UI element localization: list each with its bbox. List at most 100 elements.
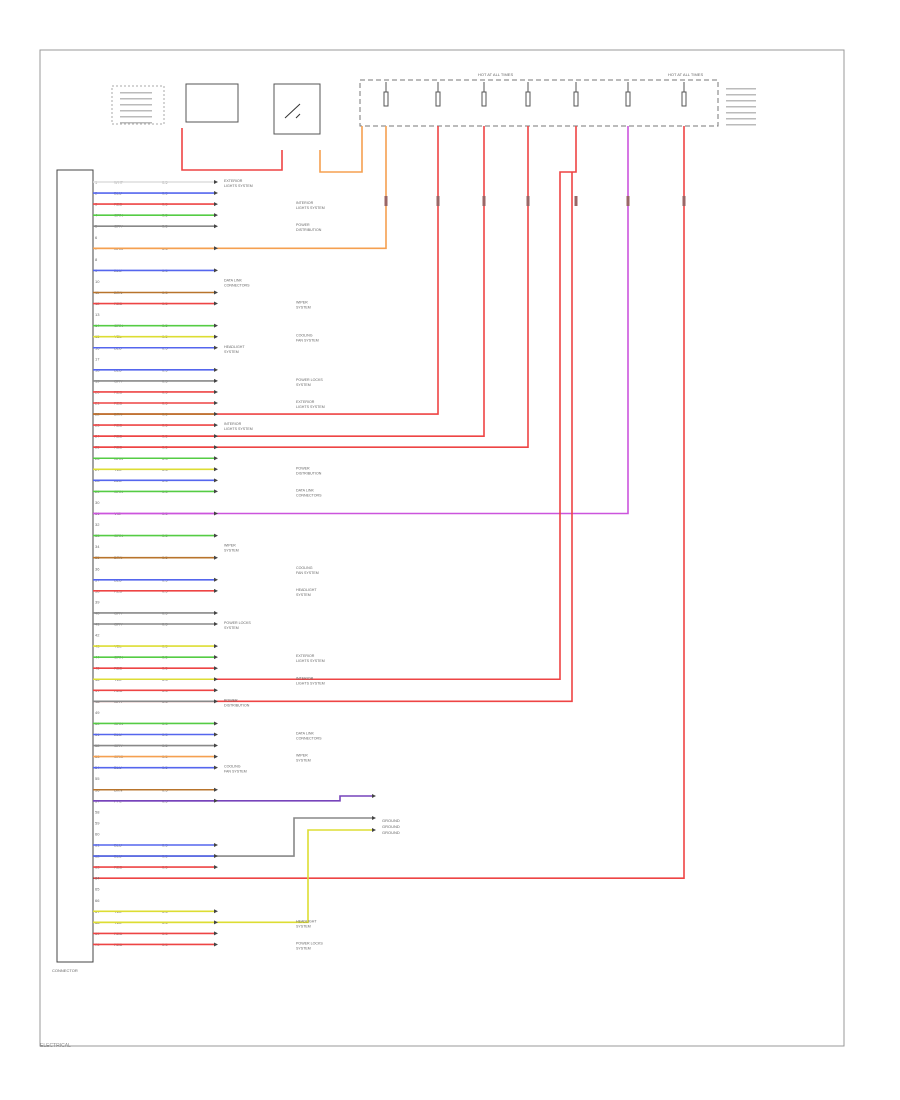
pin-rows: 1WHT0.52BLU0.53RED0.54GRN0.55GRY0.567ORG… (93, 180, 218, 947)
destination-label: DATA LINK (296, 732, 314, 736)
destination-label-sub: LIGHTS SYSTEM (296, 405, 325, 409)
right-text-line (726, 106, 756, 108)
right-text-line (726, 88, 756, 90)
pin-number: 66 (95, 898, 100, 903)
arrow-icon (214, 478, 218, 483)
destination-label: DATA LINK (224, 278, 242, 282)
destination-label-sub: SYSTEM (296, 759, 311, 763)
destination-label-sub: SYSTEM (296, 924, 311, 928)
fuse-block-label-right: HOT AT ALL TIMES (668, 72, 703, 77)
destination-label-sub: SYSTEM (296, 306, 311, 310)
destination-label-sub: FAN SYSTEM (296, 571, 319, 575)
arrow-icon (214, 467, 218, 472)
destination-label: POWER LOCKS (224, 621, 251, 625)
splice-marker (682, 196, 686, 206)
arrow-icon (214, 334, 218, 339)
arrow-icon (214, 909, 218, 914)
destination-label-sub: LIGHTS SYSTEM (296, 206, 325, 210)
destination-label-sub: DISTRIBUTION (296, 471, 322, 475)
arrow-icon (214, 577, 218, 582)
destination-label-sub: SYSTEM (224, 549, 239, 553)
arrow-icon (214, 323, 218, 328)
fuse-block-label: HOT AT ALL TIMES (478, 72, 513, 77)
destination-label-sub: LIGHTS SYSTEM (224, 427, 253, 431)
left-text-line (120, 92, 152, 94)
wire-to-fuse-6 (93, 126, 629, 515)
arrow-icon (214, 489, 218, 494)
destination-label-sub: LIGHTS SYSTEM (224, 184, 253, 188)
pin-number: 42 (95, 633, 100, 638)
destination-label: COOLING (296, 334, 313, 338)
destination-label-sub: CONNECTORS (224, 283, 250, 287)
fuse-icon (681, 91, 687, 107)
arrow-icon (372, 816, 376, 820)
right-text-line (726, 94, 756, 96)
arrow-icon (214, 367, 218, 372)
destination-label-sub: FAN SYSTEM (296, 339, 319, 343)
destination-label: INTERIOR (296, 201, 314, 205)
arrow-icon (214, 732, 218, 737)
switch-symbol (284, 103, 301, 119)
switch-box (273, 83, 321, 135)
left-text-line (120, 104, 152, 106)
pin-number: 39 (95, 599, 100, 604)
fuse-block (359, 79, 719, 127)
arrow-icon (214, 445, 218, 450)
destination-label: EXTERIOR (224, 179, 243, 183)
destination-label: POWER (296, 223, 310, 227)
destination-label: WIPER (296, 301, 308, 305)
splice-marker (436, 196, 440, 206)
destination-label-sub: FAN SYSTEM (224, 770, 247, 774)
wire-to-fuse-3 (93, 126, 485, 437)
pin-number: 36 (95, 566, 100, 571)
destination-label-sub: SYSTEM (296, 593, 311, 597)
arrow-icon (214, 588, 218, 593)
destination-label: WIPER (224, 544, 236, 548)
destination-label: INTERIOR (296, 676, 314, 680)
pin-number: 60 (95, 831, 100, 836)
ground-label: GROUND (382, 830, 400, 835)
pin-number: 49 (95, 710, 100, 715)
destination-label-sub: CONNECTORS (296, 493, 322, 497)
main-connector-label: CONNECTOR (52, 968, 78, 973)
right-text-line (726, 124, 756, 126)
arrow-icon (214, 754, 218, 759)
main-connector: CONNECTOR (52, 169, 94, 973)
arrow-icon (214, 180, 218, 184)
arrow-icon (214, 191, 218, 196)
pin-number: 8 (95, 257, 98, 262)
arrow-icon (214, 511, 218, 516)
destination-label: POWER LOCKS (296, 941, 323, 945)
left-text-line (120, 98, 152, 100)
arrow-icon (214, 931, 218, 936)
arrow-icon (214, 555, 218, 560)
arrow-icon (214, 765, 218, 770)
fuse-icon (383, 91, 389, 107)
arrow-icon (214, 434, 218, 439)
arrow-icon (214, 666, 218, 671)
destination-label: COOLING (224, 765, 241, 769)
arrow-icon (214, 787, 218, 792)
arrow-icon (214, 610, 218, 615)
wire-to-fuse-7 (93, 126, 685, 879)
splice-marker (574, 196, 578, 206)
splice-marker (626, 196, 630, 206)
wire-to-fuse-5a (93, 126, 577, 681)
arrow-icon (372, 794, 376, 798)
wire-to-fuse-4 (93, 126, 529, 449)
arrow-icon (214, 389, 218, 394)
destination-label: HEADLIGHT (296, 588, 317, 592)
arrow-icon (214, 301, 218, 306)
wire-to-fuse-5b (93, 172, 573, 703)
splice-marker (384, 196, 388, 206)
arrow-icon (214, 699, 218, 704)
relay-box (185, 83, 239, 123)
arrow-icon (214, 345, 218, 350)
arrow-icon (214, 743, 218, 748)
arrow-icon (214, 401, 218, 405)
diagram-border (39, 49, 845, 1047)
top-left-component (111, 85, 165, 125)
destination-label-sub: CONNECTORS (296, 737, 322, 741)
